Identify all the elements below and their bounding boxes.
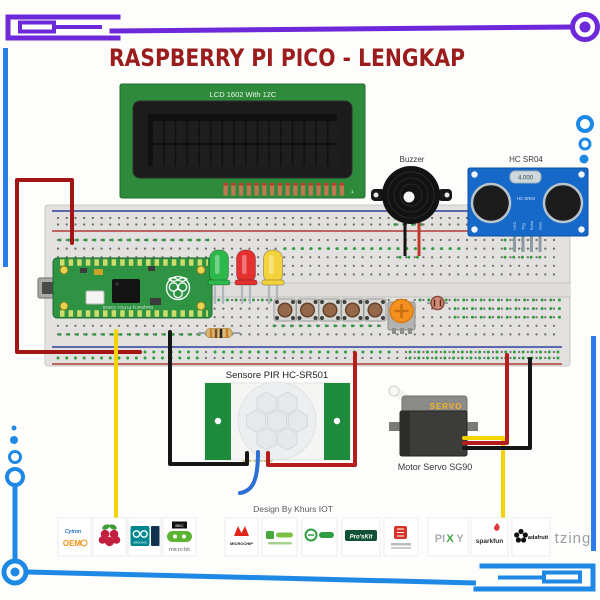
- ultrasonic-hcsr04: HC SR04 4.000 HC-SR04 VCC Trig Echo Gnd: [467, 155, 589, 252]
- border-decoration-left-line: [3, 48, 8, 267]
- border-decoration-top-right-node: [570, 12, 600, 176]
- pico-rp2040-chip: [112, 279, 140, 303]
- oem-text: OEM: [63, 539, 82, 548]
- credit-text: Design By Khurs IOT: [253, 504, 333, 514]
- lcd-character-grid: [152, 119, 340, 167]
- wire-black-pir: [168, 330, 249, 466]
- raspberry-pi-pico: Raspberry Pi Pico ©2020: [37, 257, 213, 319]
- logo-green-brand-2: [301, 517, 338, 557]
- buzzer-label: Buzzer: [400, 155, 425, 164]
- wire-red-pir: [266, 351, 357, 467]
- wiring: [168, 330, 532, 519]
- fritzing-watermark: tzing: [555, 530, 592, 547]
- wire-red-left-loop: [15, 178, 142, 354]
- adafruit-text: adafruit: [528, 535, 548, 541]
- border-decoration-bottom-left: [1, 425, 477, 586]
- hcsr04-pin-trig: Trig: [521, 223, 526, 230]
- border-decoration-top-left-maze: [5, 14, 121, 41]
- cytron-text: Cytron: [65, 529, 81, 535]
- raspberry-logo: [165, 275, 191, 301]
- servo-label: Motor Servo SG90: [398, 462, 473, 472]
- pushbutton-2: [295, 298, 320, 322]
- potentiometer: [387, 298, 416, 334]
- hcsr04-pin-vcc: VCC: [512, 221, 517, 230]
- pixy-text-x: X: [446, 533, 454, 545]
- servo-sg90: SERVO Motor Servo SG90: [388, 385, 478, 472]
- buzzer: Buzzer: [371, 155, 452, 256]
- logo-cytron-oem: Cytron OEM: [57, 517, 92, 557]
- logo-raspberry-pi: [92, 517, 127, 557]
- bbc-text: BBC: [175, 523, 183, 528]
- border-decoration-top-line: [109, 24, 574, 34]
- logo-proskit: Pro'sKit: [341, 517, 381, 557]
- sparkfun-flame-icon: [494, 523, 500, 531]
- pushbutton-5: [363, 298, 387, 322]
- logo-strip: Cytron OEM ARDUINO BBC: [57, 517, 551, 557]
- logo-arduino: ARDUINO: [127, 517, 162, 557]
- wire-red-servo: [462, 353, 509, 445]
- pushbutton-3: [318, 298, 342, 322]
- border-decoration-bottom-right-maze: [473, 563, 596, 592]
- pixy-text-pi: PI: [435, 533, 445, 545]
- pushbutton-1: [273, 298, 297, 322]
- microbit-text: micro:bit: [169, 547, 190, 553]
- pixy-text-y: Y: [456, 533, 464, 545]
- pushbutton-4: [340, 298, 365, 322]
- servo-case-text: SERVO: [430, 402, 463, 411]
- ldr-photoresistor: [427, 295, 448, 311]
- lcd1602-module: LCD 1602 With 12C 1: [119, 83, 366, 199]
- logo-green-brand-1: [261, 517, 298, 557]
- raspberry-pi-icon: [98, 524, 121, 547]
- pico-board-text: Raspberry Pi Pico ©2020: [102, 305, 153, 311]
- hcsr04-pin-gnd: Gnd: [538, 222, 543, 230]
- lcd-pin1-label: 1: [351, 189, 354, 194]
- proskit-text: Pro'sKit: [350, 535, 374, 541]
- logo-pixy: PI X Y: [427, 517, 469, 557]
- pir-label: Sensore PIR HC-SR501: [226, 370, 328, 381]
- adafruit-flower-icon: [514, 528, 528, 543]
- border-decoration-right-line: [591, 336, 596, 551]
- logo-red-brand: [383, 517, 419, 557]
- logo-adafruit: adafruit: [511, 517, 551, 557]
- sparkfun-text: sparkfun: [476, 538, 503, 545]
- hcsr04-crystal-text: 4.000: [518, 176, 534, 182]
- hcsr04-board-text: HC-SR04: [517, 196, 536, 201]
- hcsr04-pin-echo: Echo: [529, 220, 534, 230]
- logo-microbit: BBC micro:bit: [162, 517, 197, 557]
- lcd-label: LCD 1602 With 12C: [210, 90, 277, 99]
- wire-yellow-servo: [462, 436, 505, 519]
- microchip-text: MICROCHIP: [230, 541, 253, 546]
- logo-microchip: MICROCHIP: [224, 517, 259, 557]
- pico-bootsel-button: [85, 290, 105, 305]
- resistor: [198, 328, 240, 338]
- microchip-icon: [234, 526, 249, 536]
- page-title: RASPBERRY PI PICO - LENGKAP: [109, 44, 465, 72]
- logo-sparkfun: sparkfun: [470, 517, 509, 557]
- wire-blue-pir: [238, 450, 260, 495]
- wire-black-servo: [462, 357, 532, 450]
- arduino-text: ARDUINO: [133, 541, 148, 545]
- pir-sensor-hcsr501: Sensore PIR HC-SR501: [204, 370, 351, 462]
- hcsr04-label: HC SR04: [509, 155, 543, 164]
